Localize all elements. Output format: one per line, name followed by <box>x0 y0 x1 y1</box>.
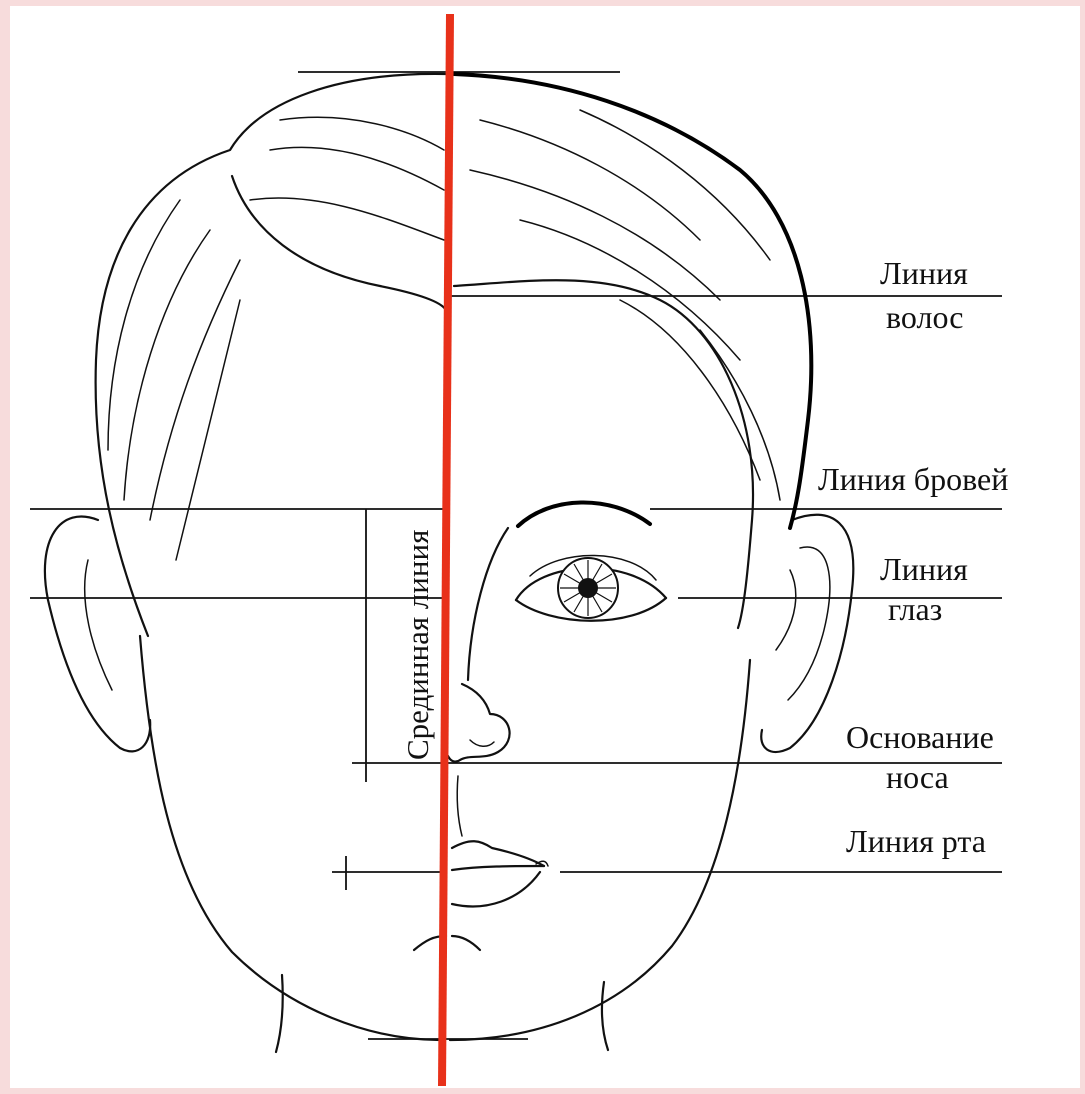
eyebrow <box>518 502 650 526</box>
philtrum <box>457 776 462 836</box>
hair-strand-12 <box>580 110 770 260</box>
hair-strand-4 <box>176 300 240 560</box>
label-nose-base-1: Основание <box>846 719 994 755</box>
right-ear-inner <box>788 547 830 700</box>
hair-strand-2 <box>124 230 210 500</box>
upper-lip <box>452 841 544 866</box>
face-outline-right <box>450 660 750 1040</box>
midline <box>442 14 450 1086</box>
mouth-split <box>452 866 544 870</box>
labels: Линия волос Линия бровей Линия глаз Осно… <box>400 255 1008 859</box>
hair-strand-5 <box>270 147 444 190</box>
temple-contour <box>468 528 508 680</box>
label-mouth-line: Линия рта <box>846 823 986 859</box>
hair-strand-7 <box>280 117 444 150</box>
neck-right <box>602 982 608 1050</box>
neck-left <box>276 975 283 1052</box>
face-outline-left <box>140 636 440 1040</box>
hair-strand-11 <box>620 300 760 480</box>
chin-right <box>452 936 480 950</box>
label-nose-base-2: носа <box>886 759 949 795</box>
hair-strand-6 <box>250 198 444 240</box>
hair-strand-8 <box>480 120 700 240</box>
hair-outline <box>96 74 446 636</box>
label-hair-line-1: Линия <box>880 255 968 291</box>
label-hair-line-2: волос <box>886 299 963 335</box>
hair-strand-9 <box>470 170 720 300</box>
hair-strand-13 <box>700 330 780 500</box>
label-eye-line-1: Линия <box>880 551 968 587</box>
hair-outline-right <box>454 74 811 528</box>
right-ear-fold <box>776 570 796 650</box>
nose <box>448 684 510 762</box>
left-ear <box>45 517 150 752</box>
label-brow-line: Линия бровей <box>818 461 1008 497</box>
label-midline: Срединная линия <box>400 530 435 760</box>
left-ear-inner <box>85 560 112 690</box>
features <box>414 502 666 950</box>
label-eye-line-2: глаз <box>888 591 942 627</box>
nostril <box>470 740 494 746</box>
hair-fringe <box>232 176 446 310</box>
right-ear <box>761 515 853 752</box>
hair-strand-3 <box>108 200 180 450</box>
eye-pupil <box>578 578 598 598</box>
lower-lip <box>452 872 540 906</box>
